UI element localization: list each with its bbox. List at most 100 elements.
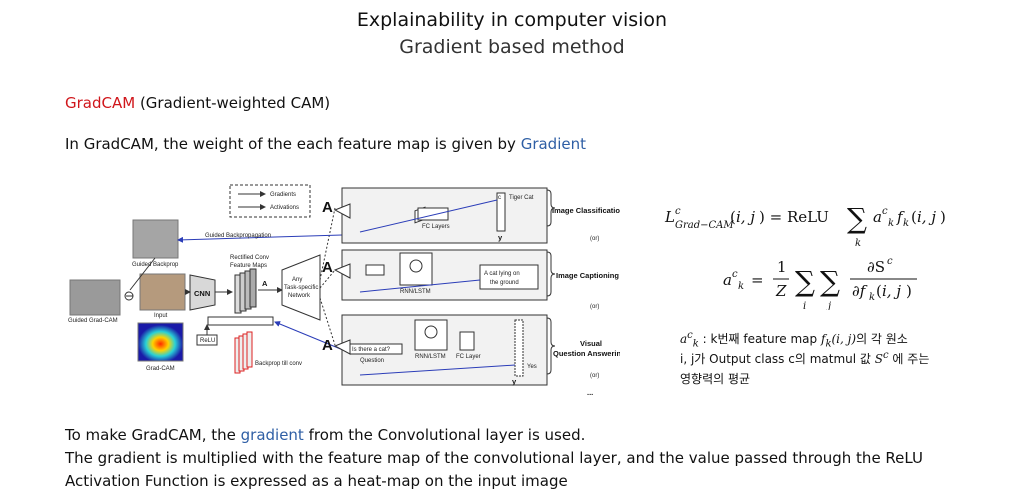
svg-text:∑: ∑ [820, 265, 840, 298]
svg-text:c: c [675, 206, 681, 217]
svg-text:j: j [826, 301, 831, 310]
svg-text:k: k [738, 281, 744, 292]
or-label-1: (or) [590, 236, 599, 242]
rectified-conv-label-1: Rectified Conv [230, 255, 269, 261]
bottom-line-3: Activation Function is expressed as a he… [65, 472, 568, 490]
panel2-a-label: A [322, 259, 333, 276]
gradcam-formula: L c Grad−CAM ( i, j ) = ReLU ∑ k a c k f… [664, 202, 946, 310]
guided-grad-cam-label: Guided Grad-CAM [68, 318, 118, 324]
y-label-3: y [512, 377, 517, 386]
input-image [139, 273, 186, 311]
svg-text:a: a [723, 271, 732, 289]
answer-output-vector [514, 319, 524, 377]
tiger-cat-label: Tiger Cat [509, 195, 534, 201]
legend-activations: Activations [270, 205, 299, 211]
task-label-3: Network [288, 293, 311, 299]
note-symbol-f: fk(i, j) [820, 332, 857, 350]
fc-layers-block [417, 207, 449, 221]
svg-text:) = ReLU: ) = ReLU [759, 208, 829, 226]
note-symbol-a: ack [680, 330, 699, 350]
equation-gradcam-map: L c Grad−CAM ( i, j ) = ReLU ∑ k a c k f… [664, 202, 946, 249]
svg-text:(: ( [730, 208, 736, 226]
note-line-1: ack : k번째 feature map fk(i, j)의 각 원소 [680, 330, 908, 350]
image-classification-label: Image Classification [552, 206, 620, 215]
rnn-lstm-label-2: RNN/LSTM [415, 354, 446, 360]
ellipsis-label: ... [587, 388, 593, 397]
svg-text:k: k [855, 238, 861, 249]
section-name-detail: (Gradient-weighted CAM) [135, 94, 331, 112]
fc-layers-label: FC Layers [422, 224, 450, 230]
page-title: Explainability in computer vision [356, 9, 668, 31]
question-label: Question [360, 358, 384, 364]
rnn-lstm-block-2 [414, 319, 448, 351]
caption-text-1: A cat lying on [484, 271, 520, 277]
svg-text:1: 1 [777, 258, 787, 276]
svg-text:k: k [869, 292, 875, 303]
task-label-1: Any [292, 277, 302, 283]
svg-text:(: ( [876, 282, 882, 300]
svg-text:L: L [664, 208, 675, 226]
svg-text:·: · [127, 294, 129, 300]
panel1-a-label: A [322, 199, 333, 216]
intro-body: In GradCAM, the weight of the each featu… [65, 135, 521, 153]
yes-label: Yes [527, 364, 537, 370]
intro-highlight: Gradient [520, 135, 586, 153]
fc-layer-label: FC Layer [456, 354, 481, 360]
class-c-label: c [498, 195, 501, 201]
note-symbol-s: Sc [874, 350, 889, 366]
backprop-till-conv-label: Backprop till conv [255, 361, 302, 367]
relu-label: ReLU [200, 338, 215, 344]
rectified-conv-label-2: Feature Maps [230, 263, 267, 269]
image-captioning-label: Image Captioning [556, 271, 619, 280]
section-heading: GradCAM (Gradient-weighted CAM) [65, 94, 330, 112]
gradcam-architecture-diagram: Gradients Activations Guided Grad-CAM Gu… [68, 184, 620, 397]
feature-maps-stack [234, 268, 257, 314]
svg-text:k: k [903, 218, 909, 229]
gradient-vector [207, 316, 274, 326]
input-label: Input [154, 313, 168, 319]
note-line-3: 영향력의 평균 [680, 372, 751, 386]
gradient-maps-stack [234, 331, 253, 374]
grad-cam-image [137, 322, 184, 362]
bottom-line-1: To make GradCAM, the gradient from the C… [65, 426, 586, 444]
rnn-lstm-block-1 [399, 252, 433, 286]
section-name: GradCAM [65, 94, 136, 112]
svg-text:): ) [940, 208, 946, 226]
vqa-label-2: Question Answering [553, 349, 620, 358]
legend-box [229, 184, 311, 218]
activation-a-label: A [262, 279, 268, 288]
guided-grad-cam-image [69, 279, 121, 316]
question-input-box [349, 343, 403, 355]
or-label-3: (or) [590, 373, 599, 379]
cnn-label: CNN [194, 289, 210, 298]
svg-text:k: k [888, 218, 894, 229]
note-line-2: i, j가 Output class c의 matmul 값 Sc 에 주는 [680, 350, 930, 366]
svg-text:): ) [906, 282, 912, 300]
vqa-label-1: Visual [580, 339, 602, 348]
panel3-a-label: A [322, 337, 333, 354]
guided-backprop-path-label: Guided Backpropagation [205, 233, 271, 239]
svg-text:(: ( [911, 208, 917, 226]
legend-gradients: Gradients [270, 192, 296, 198]
task-specific-network [281, 254, 321, 321]
or-label-2: (or) [590, 304, 599, 310]
svg-text:c: c [882, 206, 888, 217]
fc-layer-block [459, 331, 475, 351]
question-box-text: Is there a cat? [352, 347, 391, 353]
svg-text:∂f: ∂f [852, 282, 868, 300]
gradient-highlight: gradient [240, 426, 304, 444]
task-label-2: Task-specific [284, 285, 318, 291]
svg-text:c: c [887, 256, 893, 267]
y-label-1: y [498, 233, 503, 242]
cnn-block [189, 274, 216, 311]
svg-text:c: c [732, 269, 738, 280]
svg-text:∑: ∑ [795, 265, 815, 298]
svg-text:i: i [803, 301, 806, 310]
equation-weight: a c k = 1 Z ∑ i ∑ j ∂S c ∂f k ( i, j ) [723, 256, 917, 310]
svg-text:∑: ∑ [847, 202, 867, 235]
caption-text-2: the ground [490, 280, 519, 286]
svg-text:Z: Z [775, 282, 787, 300]
svg-text:i, j: i, j [736, 208, 755, 226]
rnn-lstm-label-1: RNN/LSTM [400, 289, 431, 295]
svg-text:Grad−CAM: Grad−CAM [675, 220, 734, 231]
